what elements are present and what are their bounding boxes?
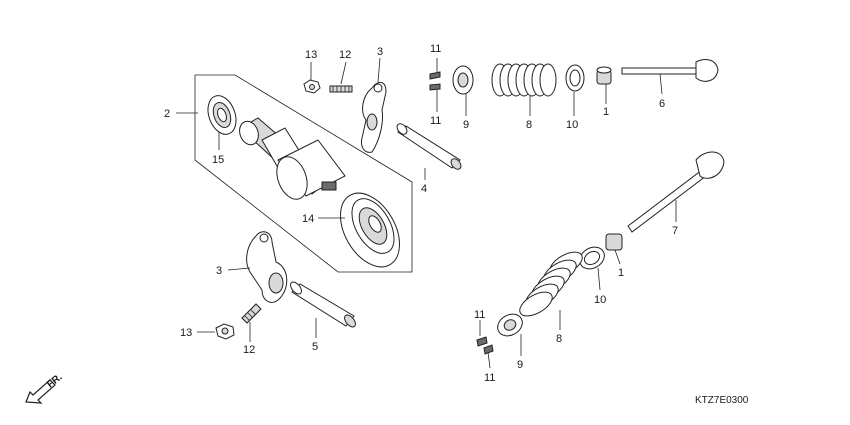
callout-10-upper: 10 [566, 119, 578, 131]
callout-9-lower: 9 [517, 359, 523, 371]
retainer-9-lower [497, 313, 523, 337]
callout-4: 4 [421, 183, 427, 195]
spring-seat-10-upper [565, 64, 585, 92]
callout-1-upper: 1 [603, 106, 609, 118]
rocker-shaft-upper [396, 123, 462, 170]
nut-13-upper [303, 79, 321, 94]
callout-2: 2 [164, 108, 170, 120]
adjust-screw-12-upper [329, 85, 353, 93]
callout-15: 15 [212, 154, 224, 166]
diagram-code: KTZ7E0300 [695, 395, 749, 406]
callout-5: 5 [312, 341, 318, 353]
callout-14: 14 [302, 213, 314, 225]
camshaft-group-outline [194, 74, 413, 273]
callout-3-lower: 3 [216, 265, 222, 277]
bearing-15 [207, 95, 237, 135]
callout-1-lower: 1 [618, 267, 624, 279]
bearing-14 [340, 192, 400, 268]
cotters-11-upper [429, 71, 441, 91]
camshaft [239, 117, 346, 200]
valve-6-exhaust [621, 59, 719, 82]
callout-8-lower: 8 [556, 333, 562, 345]
callout-13-upper: 13 [305, 49, 317, 61]
callout-11-upper-a: 11 [430, 43, 441, 55]
front-arrow-icon: FR. [25, 372, 65, 404]
stem-seal-1-lower [605, 233, 623, 251]
stem-seal-1-upper [596, 66, 612, 85]
nut-13-lower [215, 323, 235, 340]
callout-12-upper: 12 [339, 49, 351, 61]
retainer-9-upper [452, 65, 474, 95]
callout-10-lower: 10 [594, 294, 606, 306]
callout-11-lower-a: 11 [474, 309, 485, 321]
callout-7: 7 [672, 225, 678, 237]
callout-11-upper-b: 11 [430, 115, 441, 127]
callout-12-lower: 12 [243, 344, 255, 356]
callout-3-upper: 3 [377, 46, 383, 58]
callout-6: 6 [659, 98, 665, 110]
cotters-11-lower [476, 336, 494, 355]
callout-13-lower: 13 [180, 327, 192, 339]
leader-lines [176, 57, 677, 369]
valve-spring-8-lower [519, 251, 583, 317]
valve-7-intake [627, 151, 725, 233]
rocker-arm-lower [246, 231, 288, 303]
rocker-arm-upper [361, 82, 387, 153]
callout-8-upper: 8 [526, 119, 532, 131]
adjust-screw-12-lower [241, 303, 262, 324]
callout-9-upper: 9 [463, 119, 469, 131]
valve-spring-8-upper [491, 63, 557, 97]
callout-11-lower-b: 11 [484, 372, 495, 384]
spring-seat-10-lower [579, 246, 605, 270]
rocker-shaft-lower [290, 281, 356, 328]
